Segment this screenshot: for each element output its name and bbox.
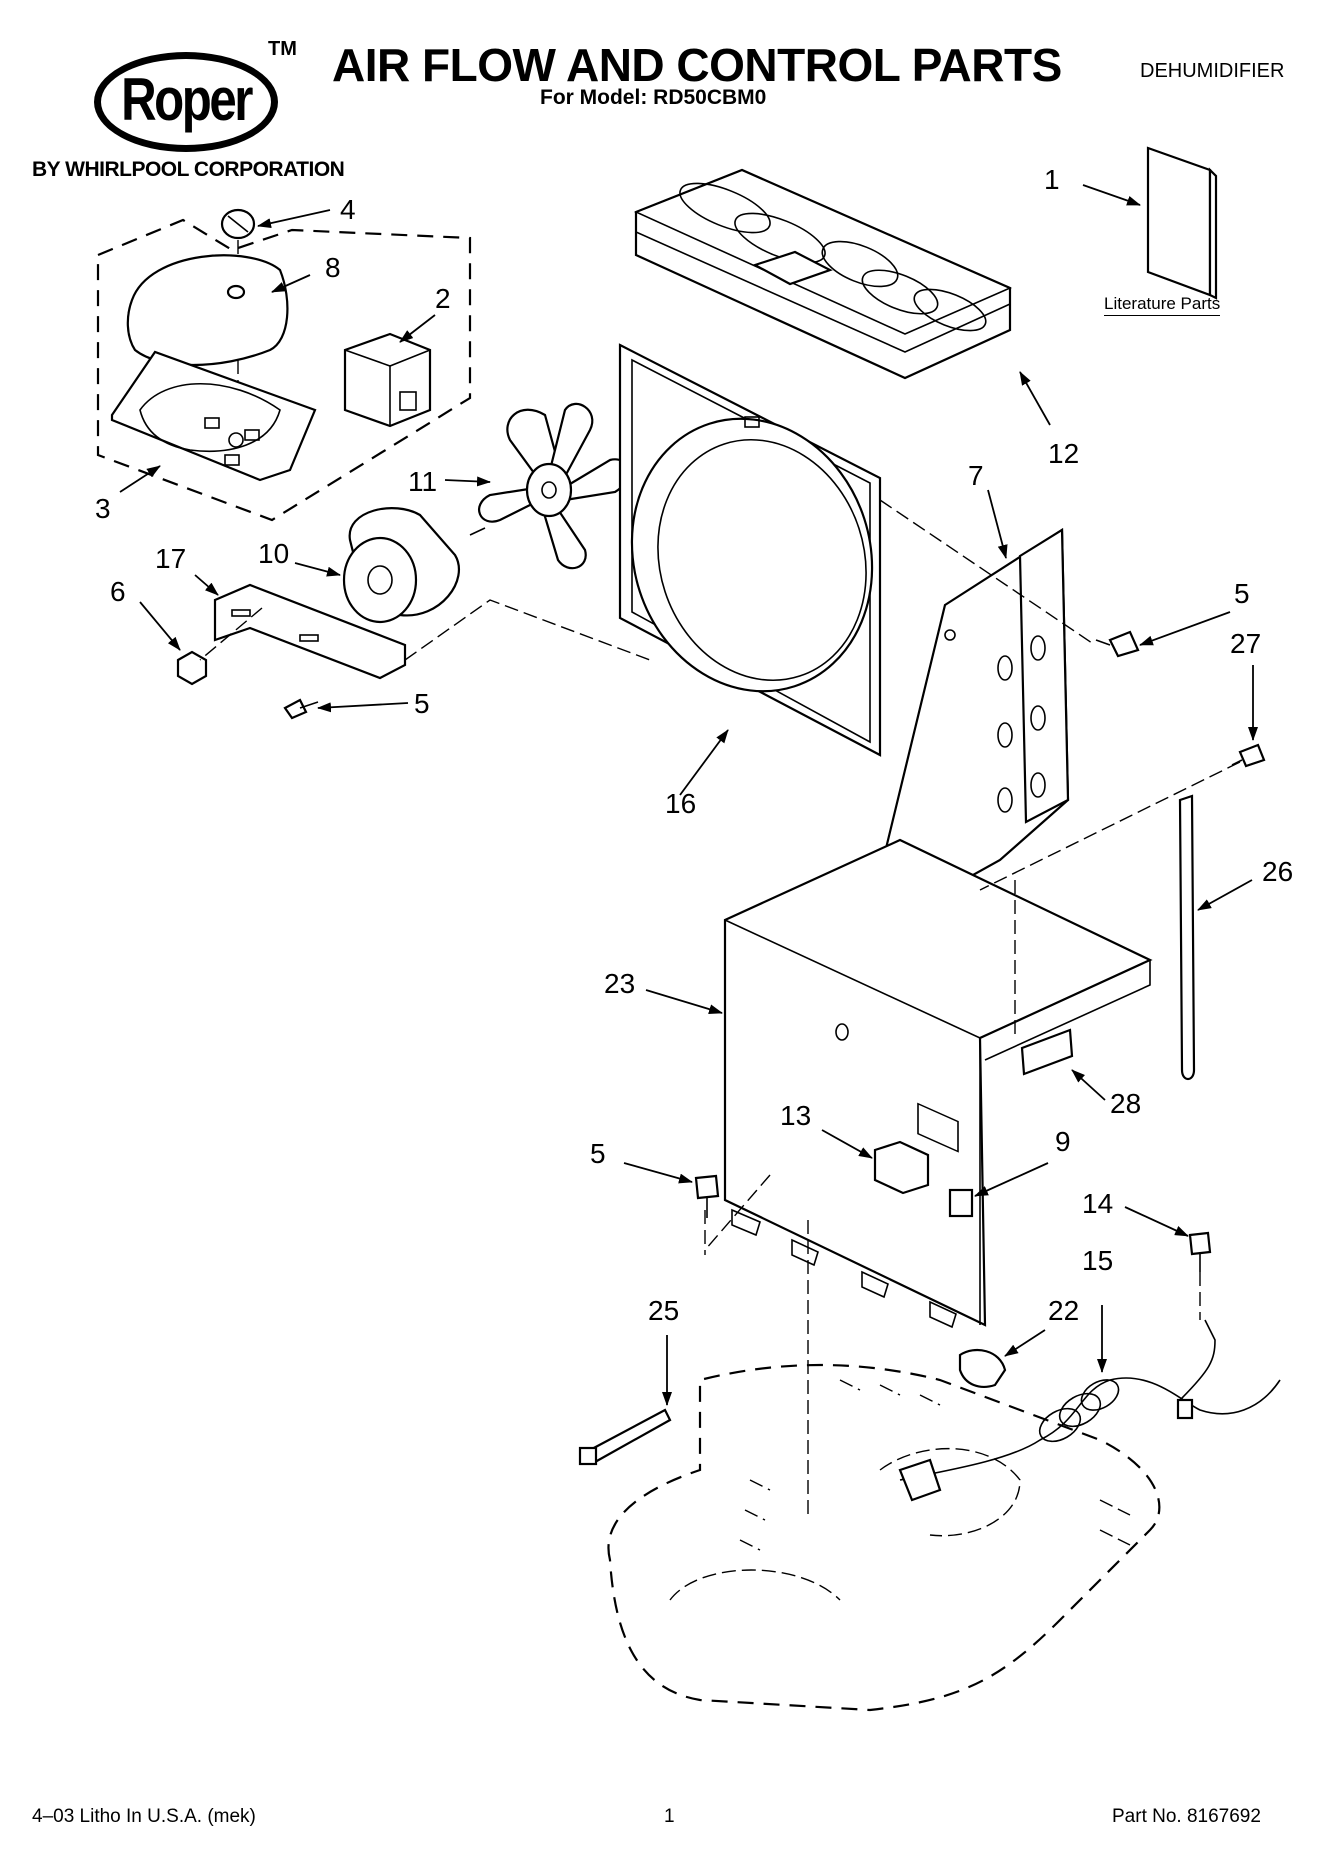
fan-blade (478, 402, 629, 570)
strain-relief (958, 1348, 1007, 1388)
screw-motor (283, 698, 319, 720)
footer-print-info: 4–03 Litho In U.S.A. (mek) (32, 1806, 256, 1827)
callout-12: 12 (1048, 438, 1080, 469)
callout-6: 6 (110, 576, 126, 607)
screw-27 (1231, 743, 1266, 768)
model-line: For Model: RD50CBM0 (540, 86, 767, 109)
callout-11: 11 (408, 466, 438, 497)
callout-26: 26 (1262, 856, 1294, 887)
screw-upper (1095, 630, 1140, 658)
retainer-clip (948, 1188, 974, 1218)
callout-5-motor: 5 (414, 688, 430, 719)
control-knob (220, 208, 256, 240)
control-switch (343, 332, 432, 428)
callout-13: 13 (780, 1100, 812, 1131)
fan-shroud (618, 343, 882, 757)
logo-text: Roper (121, 66, 253, 133)
callout-8: 8 (325, 252, 341, 283)
control-assembly-outline (96, 218, 472, 522)
cable-tie (578, 1408, 672, 1466)
trademark-mark: TM (268, 38, 297, 60)
control-housing (110, 350, 317, 482)
hex-nut (176, 650, 208, 686)
callout-15: 15 (1082, 1245, 1114, 1276)
roper-logo: Roper (88, 48, 288, 158)
base-pan (607, 1363, 1161, 1712)
page-title: AIR FLOW AND CONTROL PARTS (332, 39, 1062, 91)
top-grille (633, 168, 1012, 380)
mounting-bracket (1020, 1028, 1074, 1076)
callout-10: 10 (258, 538, 290, 569)
screw-14 (1188, 1231, 1212, 1272)
panel-cover (126, 254, 289, 367)
callout-22: 22 (1048, 1295, 1080, 1326)
callout-3: 3 (95, 493, 111, 524)
category-label: DEHUMIDIFIER (1140, 60, 1285, 82)
screw-base (694, 1174, 720, 1218)
callout-7: 7 (968, 460, 984, 491)
callout-23: 23 (604, 968, 636, 999)
cabinet-base (723, 838, 1153, 1329)
float-rod (1178, 794, 1196, 1081)
callout-5-upper: 5 (1234, 578, 1250, 609)
fan-motor (342, 507, 486, 624)
callout-17: 17 (155, 543, 187, 574)
callout-9: 9 (1055, 1126, 1071, 1157)
callout-25: 25 (648, 1295, 680, 1326)
callout-14: 14 (1082, 1188, 1114, 1219)
footer-part-number: Part No. 8167692 (1112, 1806, 1261, 1827)
logo-oval (94, 52, 278, 152)
humidistat-sensor (873, 1140, 930, 1195)
power-cord (898, 1319, 1281, 1502)
footer-page-number: 1 (664, 1806, 675, 1827)
callout-28: 28 (1110, 1088, 1142, 1119)
literature-booklet (1146, 146, 1218, 300)
motor-bracket (213, 583, 407, 680)
literature-parts-label: Literature Parts (1104, 294, 1221, 316)
byline: BY WHIRLPOOL CORPORATION (32, 158, 345, 181)
callout-4: 4 (340, 194, 356, 225)
callout-2: 2 (435, 283, 451, 314)
callout-1: 1 (1044, 164, 1060, 195)
callout-16: 16 (665, 788, 697, 819)
callout-27: 27 (1230, 628, 1262, 659)
callout-5-base: 5 (590, 1138, 606, 1169)
